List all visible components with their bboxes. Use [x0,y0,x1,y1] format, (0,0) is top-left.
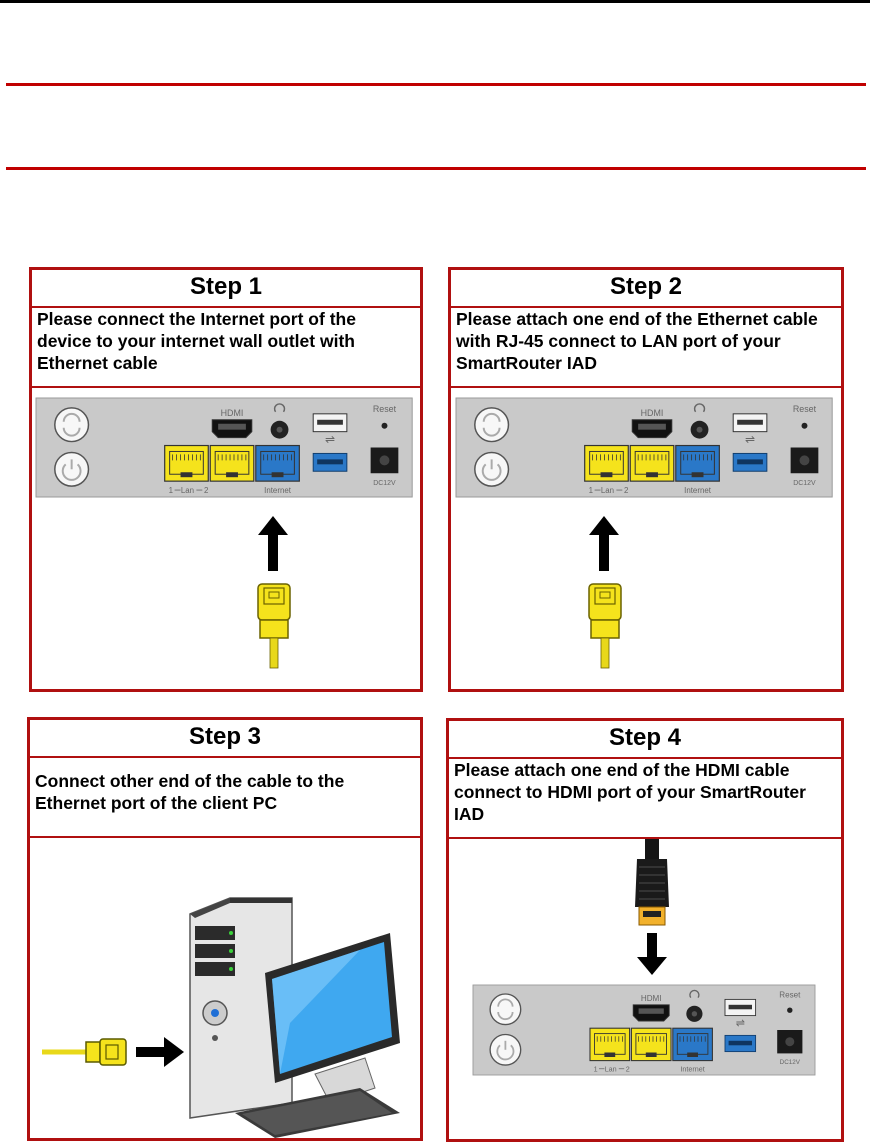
step-1-title: Step 1 [32,270,420,308]
hdmi-label: HDMI [221,408,244,418]
reset-hole [787,1007,793,1013]
keyboard-icon [235,1088,400,1138]
dc-jack [370,447,399,474]
wps-button-icon [54,407,90,443]
ethernet-plug-icon [588,583,622,669]
step-3-card: Step 3 Connect other end of the cable to… [27,717,423,1141]
usb-symbol-icon: ⇌ [736,1017,745,1029]
port-2-label: 2 [626,1064,630,1073]
ethernet-cable-icon [42,1038,127,1066]
internet-port [675,444,720,482]
audio-jack [270,403,289,439]
step-2-description: Please attach one end of the Ethernet ca… [451,306,841,388]
usb-symbol-icon: ⇌ [745,433,755,447]
audio-jack [686,989,703,1022]
step-3-description: Connect other end of the cable to the Et… [30,756,420,838]
dc-label: DC12V [373,480,396,487]
top-border [0,0,870,3]
port-1-label: 1 [169,486,174,495]
dc-label: DC12V [780,1059,801,1066]
reset-label: Reset [779,991,801,1000]
dc-jack [790,447,819,474]
lan-port-2 [630,1027,672,1062]
lan-port-1 [164,444,209,482]
dc-jack [777,1030,803,1054]
dc-label: DC12V [793,480,816,487]
power-button-icon [54,451,90,487]
reset-label: Reset [793,404,817,414]
monitor-icon [265,933,400,1104]
hdmi-port [632,1004,670,1022]
ethernet-plug-icon [257,583,291,669]
step-4-description: Please attach one end of the HDMI cable … [449,757,841,839]
lan-label: Lan [181,486,194,495]
audio-jack [690,403,709,439]
step-4-title: Step 4 [449,721,841,759]
step-3-title: Step 3 [30,720,420,758]
lan-port-1 [589,1027,631,1062]
step-2-card: Step 2 Please attach one end of the Ethe… [448,267,844,692]
lan-label: Lan [605,1064,617,1073]
port-1-label: 1 [594,1064,598,1073]
usb-port [312,413,348,433]
header-rule-top [6,83,866,86]
lan-port-2 [629,444,675,482]
usb3-port [724,1034,757,1053]
port-2-label: 2 [204,486,208,495]
internet-label: Internet [264,486,292,495]
internet-label: Internet [680,1064,704,1073]
hdmi-port [631,419,673,439]
up-arrow-icon [589,516,619,571]
desktop-tower-icon [189,897,293,1119]
right-arrow-icon [136,1037,184,1067]
power-button-icon [489,1033,522,1066]
reset-hole [381,422,388,429]
usb-port [732,413,768,433]
step-4-card: Step 4 Please attach one end of the HDMI… [446,718,844,1142]
down-arrow-icon [637,933,667,975]
internet-port [672,1027,713,1062]
usb-symbol-icon: ⇌ [325,433,335,447]
usb3-port [312,452,348,472]
power-button-icon [474,451,510,487]
lan-label: Lan [601,486,614,495]
lan-port-1 [584,444,629,482]
hdmi-port [211,419,253,439]
internet-label: Internet [684,486,712,495]
wps-button-icon [474,407,510,443]
step-2-title: Step 2 [451,270,841,308]
usb-port [724,998,757,1017]
internet-port [255,444,300,482]
header-rule-bottom [6,167,866,170]
hdmi-label: HDMI [641,408,664,418]
reset-hole [801,422,808,429]
wps-button-icon [489,993,522,1026]
port-1-label: 1 [589,486,594,495]
port-2-label: 2 [624,486,628,495]
usb3-port [732,452,768,472]
step-1-card: Step 1 Please connect the Internet port … [29,267,423,692]
lan-port-2 [209,444,255,482]
reset-label: Reset [373,404,397,414]
hdmi-label: HDMI [641,994,662,1003]
step-1-description: Please connect the Internet port of the … [32,306,420,388]
step-3-illustration [30,838,420,1138]
hdmi-cable-icon [635,839,669,926]
up-arrow-icon [258,516,288,571]
